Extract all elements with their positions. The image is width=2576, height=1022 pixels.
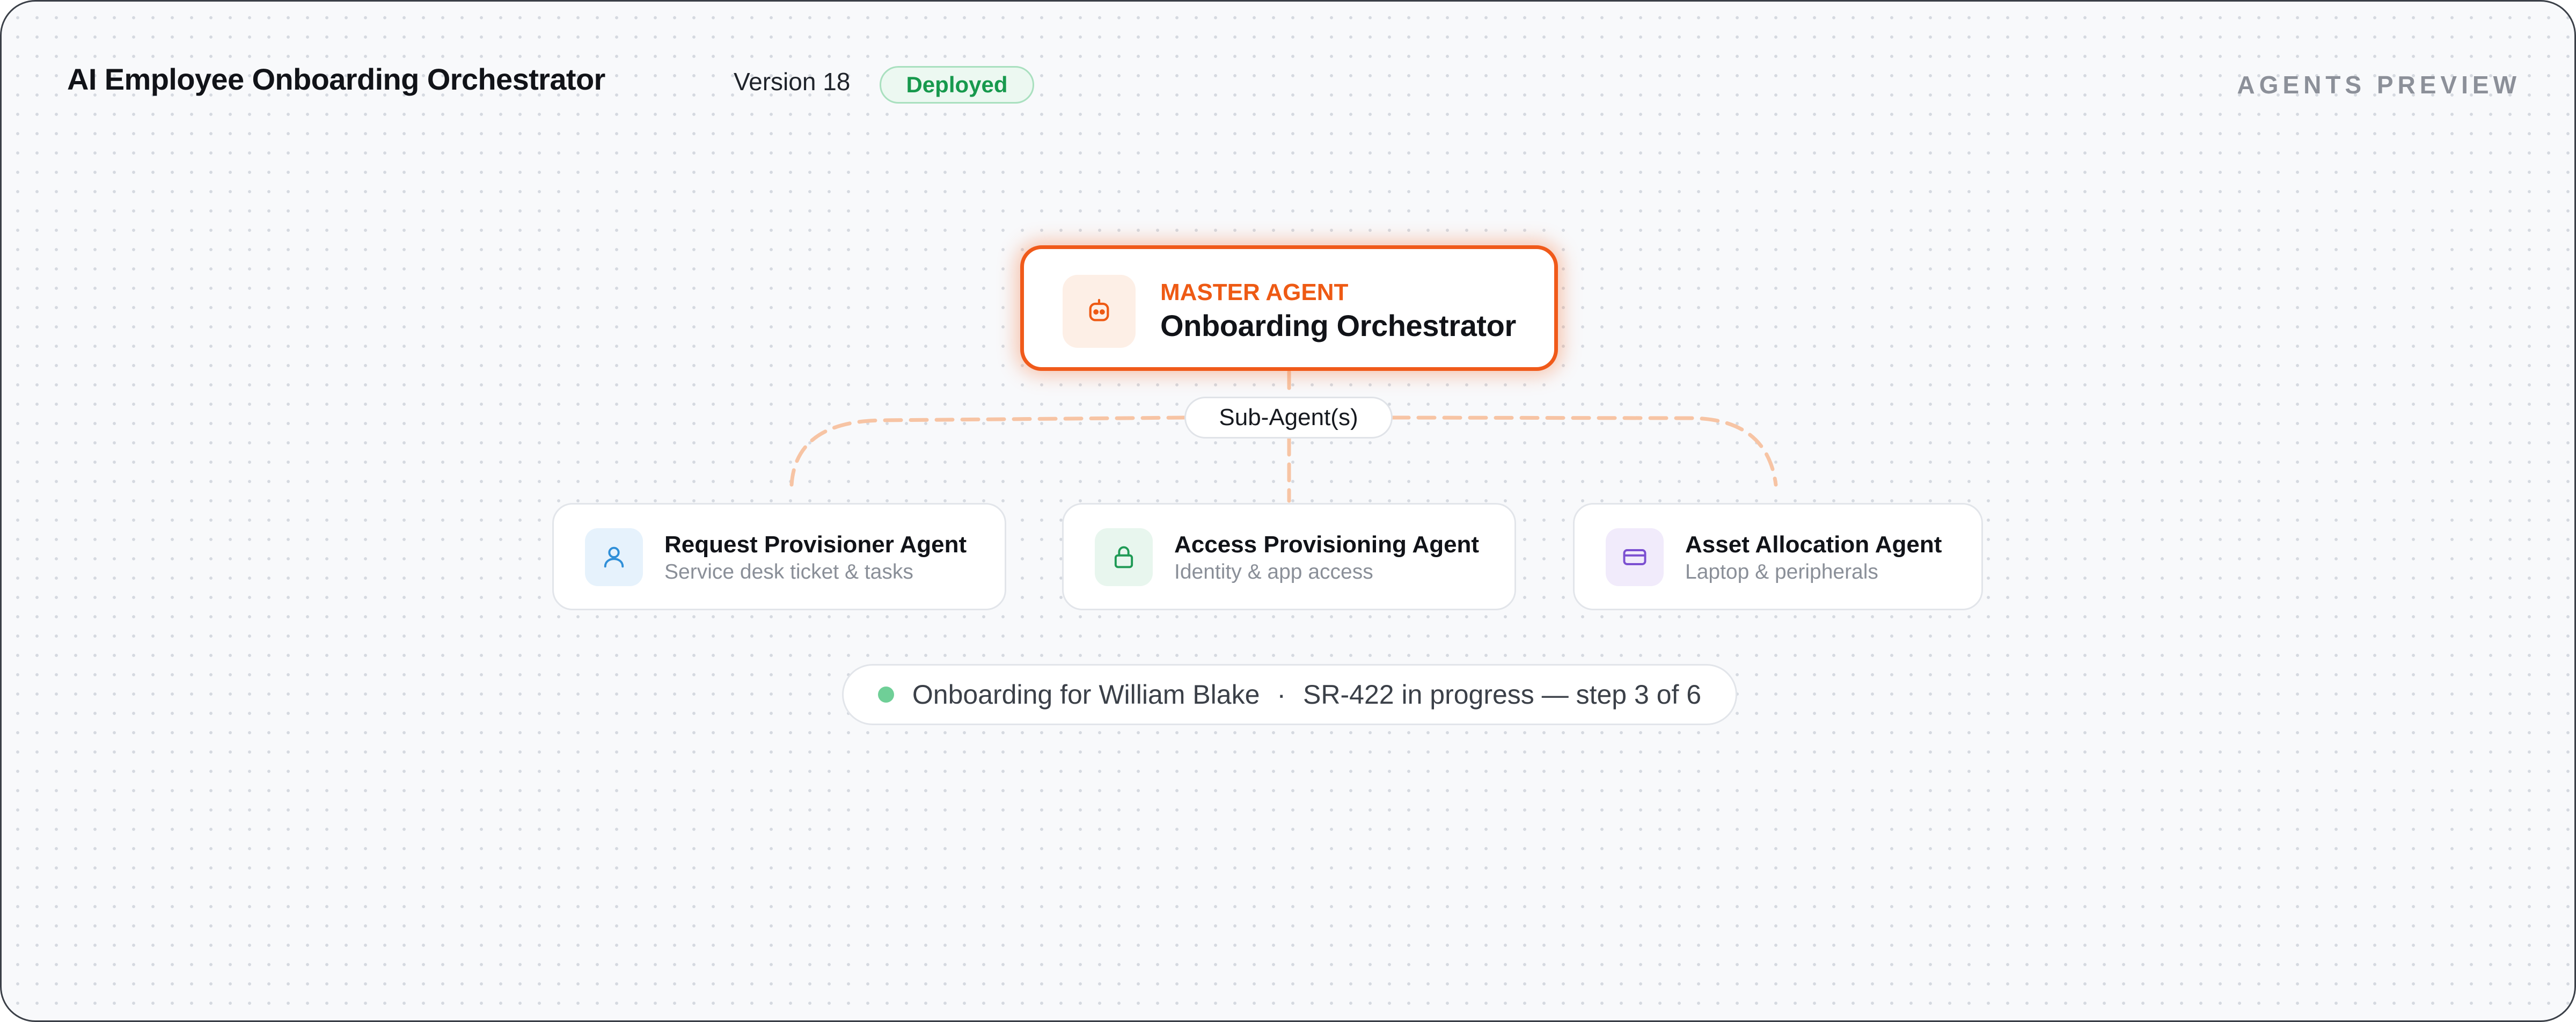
robot-icon [1063, 275, 1136, 348]
status-badge: Deployed [880, 66, 1034, 104]
version-label: Version 18 [734, 68, 851, 96]
agent-title: Request Provisioner Agent [664, 531, 967, 558]
onboarding-subject: Onboarding for William Blake [912, 680, 1260, 710]
agent-title: Asset Allocation Agent [1685, 531, 1942, 558]
status-dot-icon [877, 687, 894, 703]
lock-icon [1095, 528, 1153, 586]
status-separator: · [1277, 680, 1286, 710]
agent-description: Service desk ticket & tasks [664, 560, 913, 583]
page-title: AI Employee Onboarding Orchestrator [67, 62, 605, 96]
onboarding-status-bar: Onboarding for William Blake · SR-422 in… [842, 664, 1737, 725]
connector-right-branch [1391, 415, 1778, 487]
agent-card-request-provisioner[interactable]: Request Provisioner Agent Service desk t… [552, 503, 1006, 610]
agent-card-access-provisioning[interactable]: Access Provisioning Agent Identity & app… [1062, 503, 1516, 610]
master-agent-tag: MASTER AGENT [1160, 279, 1349, 305]
agent-title: Access Provisioning Agent [1174, 531, 1480, 558]
card-icon [1606, 528, 1664, 586]
master-agent-card[interactable]: MASTER AGENT Onboarding Orchestrator [1020, 245, 1558, 371]
user-icon [585, 528, 643, 586]
sub-agents-pill: Sub-Agent(s) [1184, 397, 1393, 439]
connector-left-branch [789, 415, 1187, 487]
master-agent-name: Onboarding Orchestrator [1160, 309, 1516, 342]
agent-description: Laptop & peripherals [1685, 560, 1878, 583]
agent-card-asset-allocation[interactable]: Asset Allocation Agent Laptop & peripher… [1573, 503, 1983, 610]
agent-description: Identity & app access [1174, 560, 1373, 583]
onboarding-progress: SR-422 in progress — step 3 of 6 [1303, 680, 1702, 710]
agents-preview-label: AGENTS PREVIEW [2237, 71, 2521, 99]
